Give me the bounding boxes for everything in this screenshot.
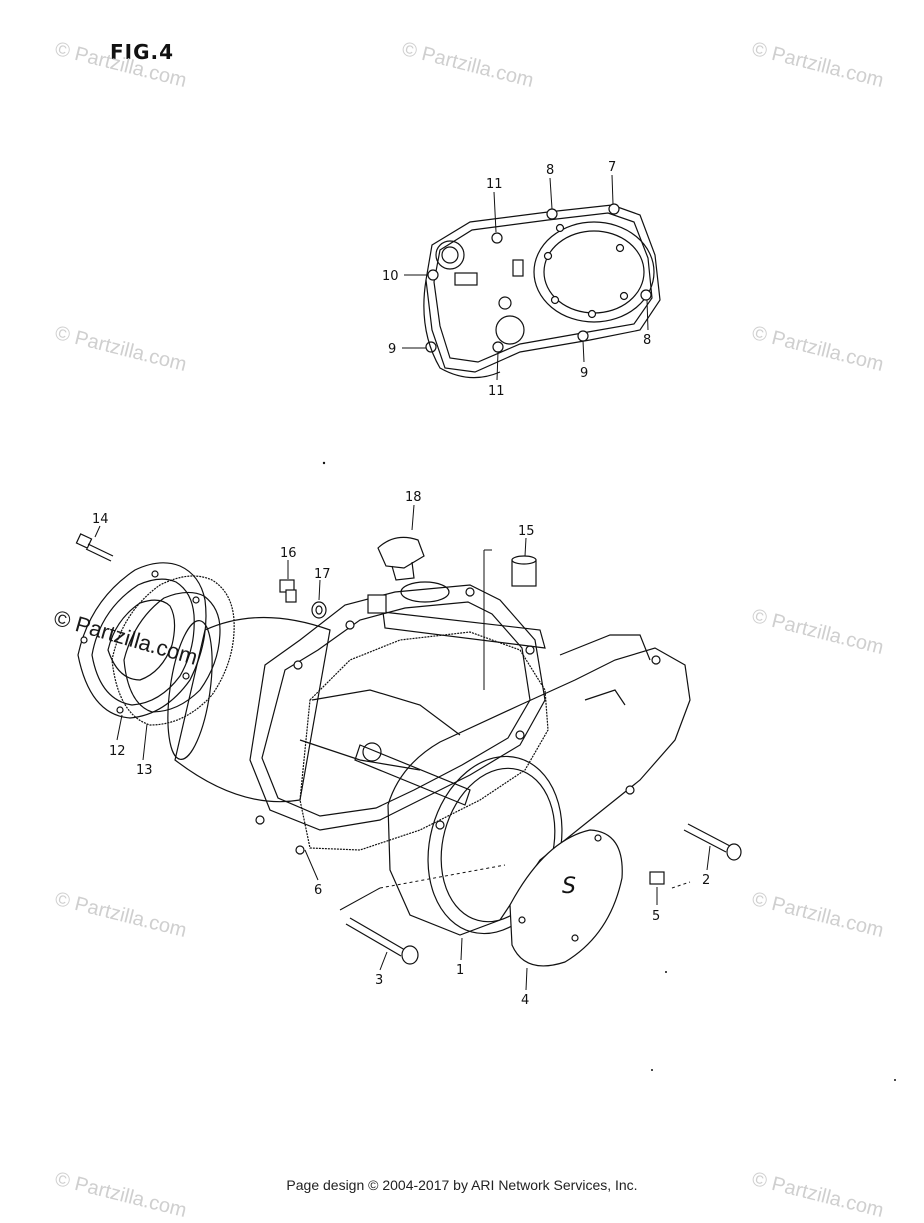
callout-11: 11 xyxy=(488,384,505,399)
oil-hose xyxy=(367,594,546,649)
callout-15: 15 xyxy=(518,524,535,539)
callout-13: 13 xyxy=(136,763,153,778)
washer-17 xyxy=(311,601,327,619)
callout-1: 1 xyxy=(456,963,464,978)
callout-16: 16 xyxy=(280,546,297,561)
bolt-16 xyxy=(279,579,297,603)
crankcase-gasket xyxy=(299,631,549,851)
magneto-housing xyxy=(167,616,331,803)
callout-9: 9 xyxy=(388,342,396,357)
callout-10: 10 xyxy=(382,269,399,284)
callout-8: 8 xyxy=(643,333,651,348)
callout-12: 12 xyxy=(109,744,126,759)
screw-5 xyxy=(649,871,665,885)
inner-cover-gasket xyxy=(423,203,661,379)
callout-3: 3 xyxy=(375,973,383,988)
access-cover-4: S xyxy=(509,829,623,967)
callout-11: 11 xyxy=(486,177,503,192)
callout-9: 9 xyxy=(580,366,588,381)
callout-2: 2 xyxy=(702,873,710,888)
main-callout-lines xyxy=(94,504,711,991)
bolt-2 xyxy=(683,823,742,861)
gasket-13 xyxy=(111,575,235,726)
shaft xyxy=(354,742,471,806)
svg-text:S: S xyxy=(562,874,576,899)
callout-14: 14 xyxy=(92,512,109,527)
callout-8: 8 xyxy=(546,163,554,178)
callout-5: 5 xyxy=(652,909,660,924)
outer-cover-12 xyxy=(77,562,207,719)
bolt-3 xyxy=(345,917,419,965)
callout-7: 7 xyxy=(608,160,616,175)
figure-title: FIG.4 xyxy=(110,40,175,64)
filler-cap-18 xyxy=(377,536,450,603)
bolt-14 xyxy=(75,533,114,562)
sleeve-15 xyxy=(511,555,537,587)
footer-copyright: Page design © 2004-2017 by ARI Network S… xyxy=(286,1177,638,1193)
callout-18: 18 xyxy=(405,490,422,505)
top-callout-lines xyxy=(402,174,649,381)
callout-6: 6 xyxy=(314,883,322,898)
callout-4: 4 xyxy=(521,993,529,1008)
callout-17: 17 xyxy=(314,567,331,582)
